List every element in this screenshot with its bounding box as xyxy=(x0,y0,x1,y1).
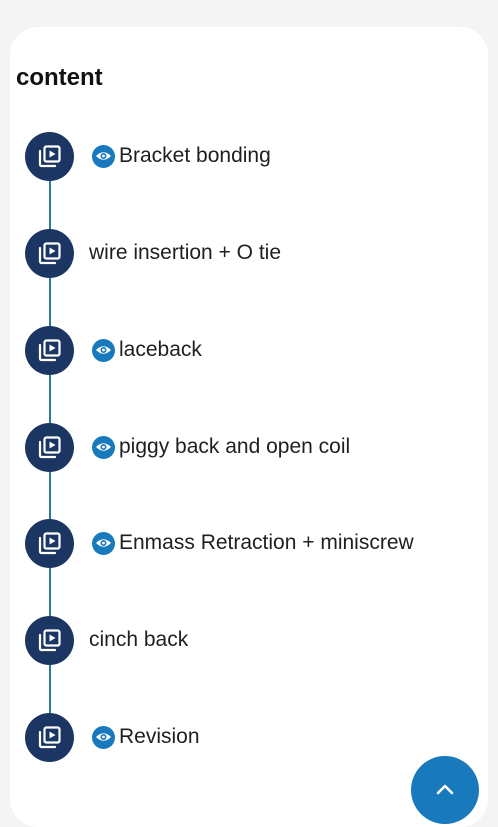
lesson-item-label: Revision xyxy=(119,725,200,748)
section-title: content xyxy=(16,64,103,91)
lesson-item-label: Enmass Retraction + miniscrew xyxy=(119,531,414,554)
lesson-item-label: laceback xyxy=(119,338,202,361)
lesson-item[interactable]: cinch back xyxy=(25,615,485,665)
video-library-icon xyxy=(25,712,74,762)
lesson-item-label: cinch back xyxy=(89,628,189,651)
content-card xyxy=(10,27,488,827)
eye-icon xyxy=(92,435,115,459)
chevron-up-icon xyxy=(436,784,454,795)
lesson-item-label: Bracket bonding xyxy=(119,144,271,167)
video-library-icon xyxy=(25,422,74,472)
lesson-item[interactable]: laceback xyxy=(25,325,485,375)
video-library-icon xyxy=(25,518,74,568)
lesson-item[interactable]: wire insertion + O tie xyxy=(25,228,485,278)
eye-icon xyxy=(92,725,115,749)
lesson-item[interactable]: Bracket bonding xyxy=(25,131,485,181)
video-library-icon xyxy=(25,131,74,181)
video-library-icon xyxy=(25,228,74,278)
lesson-item[interactable]: Enmass Retraction + miniscrew xyxy=(25,518,485,568)
eye-icon xyxy=(92,531,115,555)
lesson-item-label: wire insertion + O tie xyxy=(89,241,281,264)
eye-icon xyxy=(92,144,115,168)
lesson-item[interactable]: piggy back and open coil xyxy=(25,422,485,472)
lesson-item-label: piggy back and open coil xyxy=(119,435,351,458)
lesson-item[interactable]: Revision xyxy=(25,712,485,762)
eye-icon xyxy=(92,338,115,362)
video-library-icon xyxy=(25,325,74,375)
video-library-icon xyxy=(25,615,74,665)
scroll-to-top-button[interactable] xyxy=(411,756,479,824)
